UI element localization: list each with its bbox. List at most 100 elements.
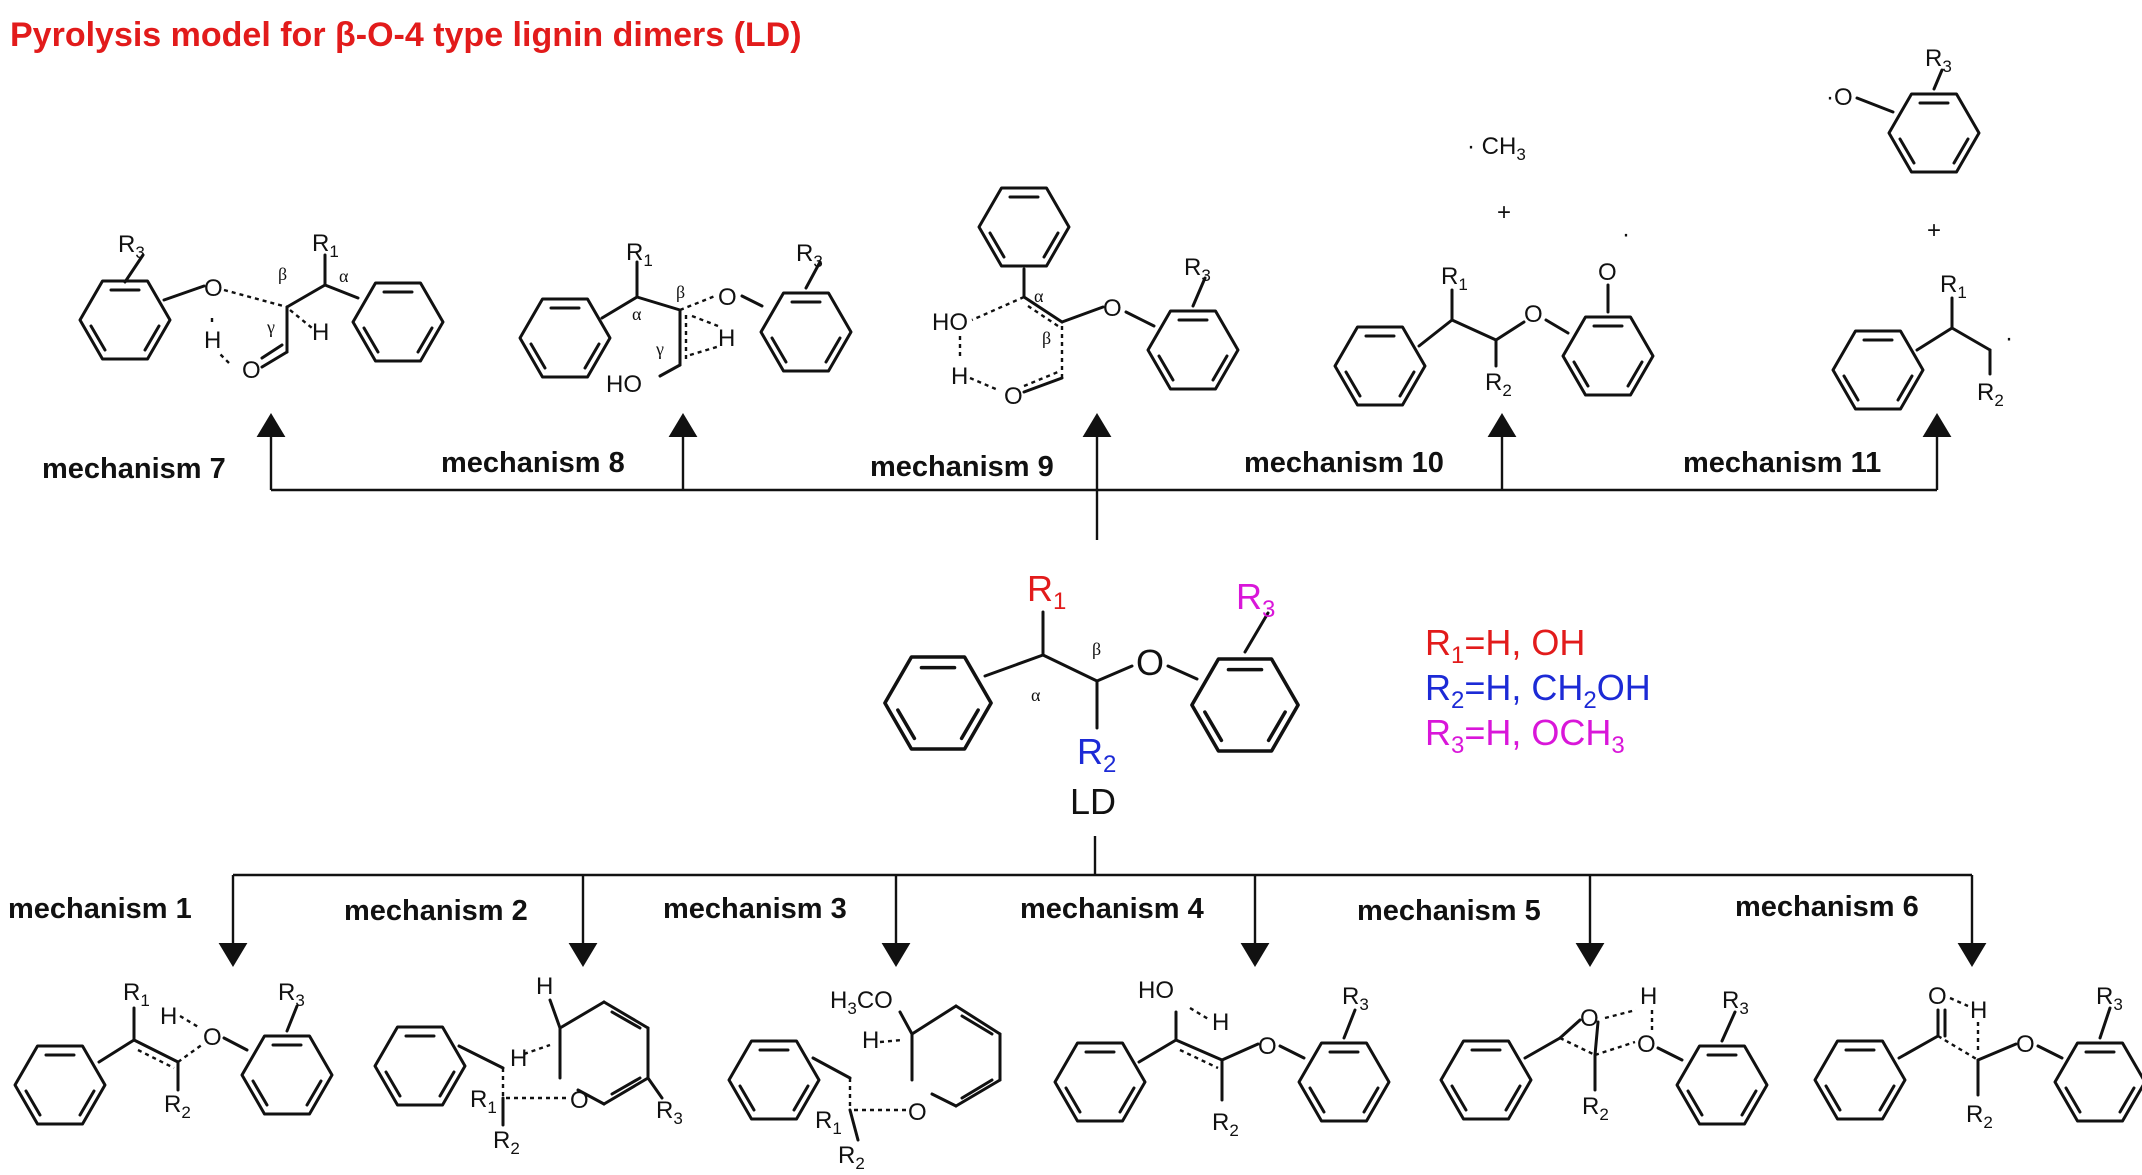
mechanism-3-structure: H H3CO O R1 R2 <box>727 987 1002 1173</box>
svg-text:R3: R3 <box>656 1097 683 1128</box>
svg-text:O: O <box>1598 259 1617 286</box>
svg-text:R2: R2 <box>164 1091 191 1122</box>
mechanism-6-label: mechanism 6 <box>1735 891 1919 923</box>
svg-text:β: β <box>676 282 685 302</box>
svg-text:R2: R2 <box>1966 1101 1993 1132</box>
svg-text:HO: HO <box>1138 977 1174 1004</box>
svg-text:H: H <box>1212 1009 1229 1036</box>
svg-text:R3: R3 <box>1184 254 1211 285</box>
page-title: Pyrolysis model for β-O-4 type lignin di… <box>10 16 802 54</box>
svg-text:+: + <box>1927 217 1941 244</box>
svg-text:R2: R2 <box>838 1142 865 1173</box>
svg-text:R1: R1 <box>1441 263 1468 294</box>
svg-text:α: α <box>1034 286 1044 306</box>
ld-r2-label: R2 <box>1077 731 1116 778</box>
svg-text:α: α <box>632 304 642 324</box>
legend-r1: R1=H, OH <box>1425 622 1585 669</box>
svg-text:R2: R2 <box>493 1127 520 1158</box>
svg-text:H: H <box>160 1003 177 1030</box>
mechanism-9-structure: α β O R3 HO H O <box>932 186 1240 410</box>
mechanism-4-label: mechanism 4 <box>1020 893 1204 925</box>
svg-text:H: H <box>204 327 221 354</box>
mechanism-6-structure: O H O R3 R2 <box>1813 983 2142 1132</box>
mechanism-11-structure: ·O R3 + R1 R2 · <box>1826 45 2013 411</box>
legend-r3: R3=H, OCH3 <box>1425 712 1625 759</box>
beta-label: β <box>1092 639 1101 659</box>
svg-text:R2: R2 <box>1582 1093 1609 1124</box>
svg-text:H: H <box>862 1027 879 1054</box>
svg-text:H: H <box>1640 983 1657 1010</box>
mechanism-8-label: mechanism 8 <box>441 447 625 479</box>
svg-text:·: · <box>2005 325 2013 352</box>
svg-text:H: H <box>951 363 968 390</box>
ld-r3-label: R3 <box>1236 576 1275 623</box>
svg-text:H: H <box>536 973 553 1000</box>
svg-text:O: O <box>1637 1031 1656 1058</box>
mechanism-10-label: mechanism 10 <box>1244 447 1444 479</box>
svg-text:O: O <box>1258 1033 1277 1060</box>
mechanism-4-structure: HO H O R3 R2 <box>1053 977 1391 1140</box>
bottom-flow-lines <box>218 836 1987 967</box>
mechanism-10-structure: · CH3 + R1 R2 O O · <box>1333 133 1655 407</box>
mechanism-5-structure: O H O R3 R2 <box>1439 983 1769 1126</box>
mechanism-2-label: mechanism 2 <box>344 895 528 927</box>
svg-text:HO: HO <box>606 371 642 398</box>
svg-text:O: O <box>204 275 223 302</box>
svg-text:H: H <box>510 1045 527 1072</box>
svg-text:R3: R3 <box>1722 987 1749 1018</box>
svg-text:H: H <box>718 325 735 352</box>
ld-oxygen: O <box>1136 642 1164 683</box>
svg-text:O: O <box>718 284 737 311</box>
svg-text:β: β <box>1042 328 1051 348</box>
mechanism-3-label: mechanism 3 <box>663 893 847 925</box>
svg-text:γ: γ <box>655 339 664 359</box>
svg-text:R1: R1 <box>815 1107 842 1138</box>
ld-r1-label: R1 <box>1027 568 1066 615</box>
svg-text:R3: R3 <box>1342 983 1369 1014</box>
ld-molecule: R1 R2 R3 O α β LD <box>883 568 1300 822</box>
substituent-legend: R1=H, OH R2=H, CH2OH R3=H, OCH3 <box>1425 622 1651 759</box>
svg-text:R3: R3 <box>2096 983 2123 1014</box>
mechanism-7-label: mechanism 7 <box>42 453 226 485</box>
svg-text:H: H <box>312 319 329 346</box>
mechanism-5-label: mechanism 5 <box>1357 895 1541 927</box>
svg-text:O: O <box>570 1087 589 1114</box>
svg-text:R3: R3 <box>1925 45 1952 76</box>
svg-text:R3: R3 <box>796 240 823 271</box>
ld-label: LD <box>1070 781 1116 822</box>
svg-text:H: H <box>1970 997 1987 1024</box>
svg-text:O: O <box>1524 301 1543 328</box>
svg-text:+: + <box>1497 199 1511 226</box>
mechanism-11-label: mechanism 11 <box>1683 447 1881 479</box>
svg-text:H3CO: H3CO <box>830 987 893 1018</box>
svg-text:β: β <box>278 264 287 284</box>
legend-r2: R2=H, CH2OH <box>1425 667 1651 714</box>
svg-text:R1: R1 <box>626 239 653 270</box>
svg-text:O: O <box>1004 383 1023 410</box>
svg-text:R1: R1 <box>1940 271 1967 302</box>
mechanism-2-structure: H H O R3 R1 R2 <box>373 973 683 1158</box>
mechanism-9-label: mechanism 9 <box>870 451 1054 483</box>
svg-text:O: O <box>1928 983 1947 1010</box>
svg-text:R1: R1 <box>470 1086 497 1117</box>
mechanism-1-label: mechanism 1 <box>8 893 192 925</box>
svg-text:·: · <box>1622 221 1630 248</box>
mechanism-8-structure: R1 α β O R3 γ HO H <box>518 239 853 398</box>
phenoxy-radical-label: ·O <box>1826 84 1853 111</box>
mechanism-1-structure: R1 H O R3 R2 <box>13 979 334 1126</box>
svg-text:HO: HO <box>932 309 968 336</box>
svg-text:R2: R2 <box>1977 379 2004 410</box>
svg-text:O: O <box>908 1099 927 1126</box>
svg-text:O: O <box>242 357 261 384</box>
svg-text:O: O <box>203 1024 222 1051</box>
svg-text:O: O <box>2016 1031 2035 1058</box>
mechanism-7-structure: R3 O R1 β α γ O H H <box>78 230 445 384</box>
svg-text:R3: R3 <box>278 979 305 1010</box>
svg-text:R2: R2 <box>1485 369 1512 400</box>
svg-text:α: α <box>339 266 349 286</box>
svg-text:R3: R3 <box>118 231 145 262</box>
svg-text:O: O <box>1103 295 1122 322</box>
methyl-radical: · CH3 <box>1467 133 1526 164</box>
svg-text:O: O <box>1580 1005 1599 1032</box>
